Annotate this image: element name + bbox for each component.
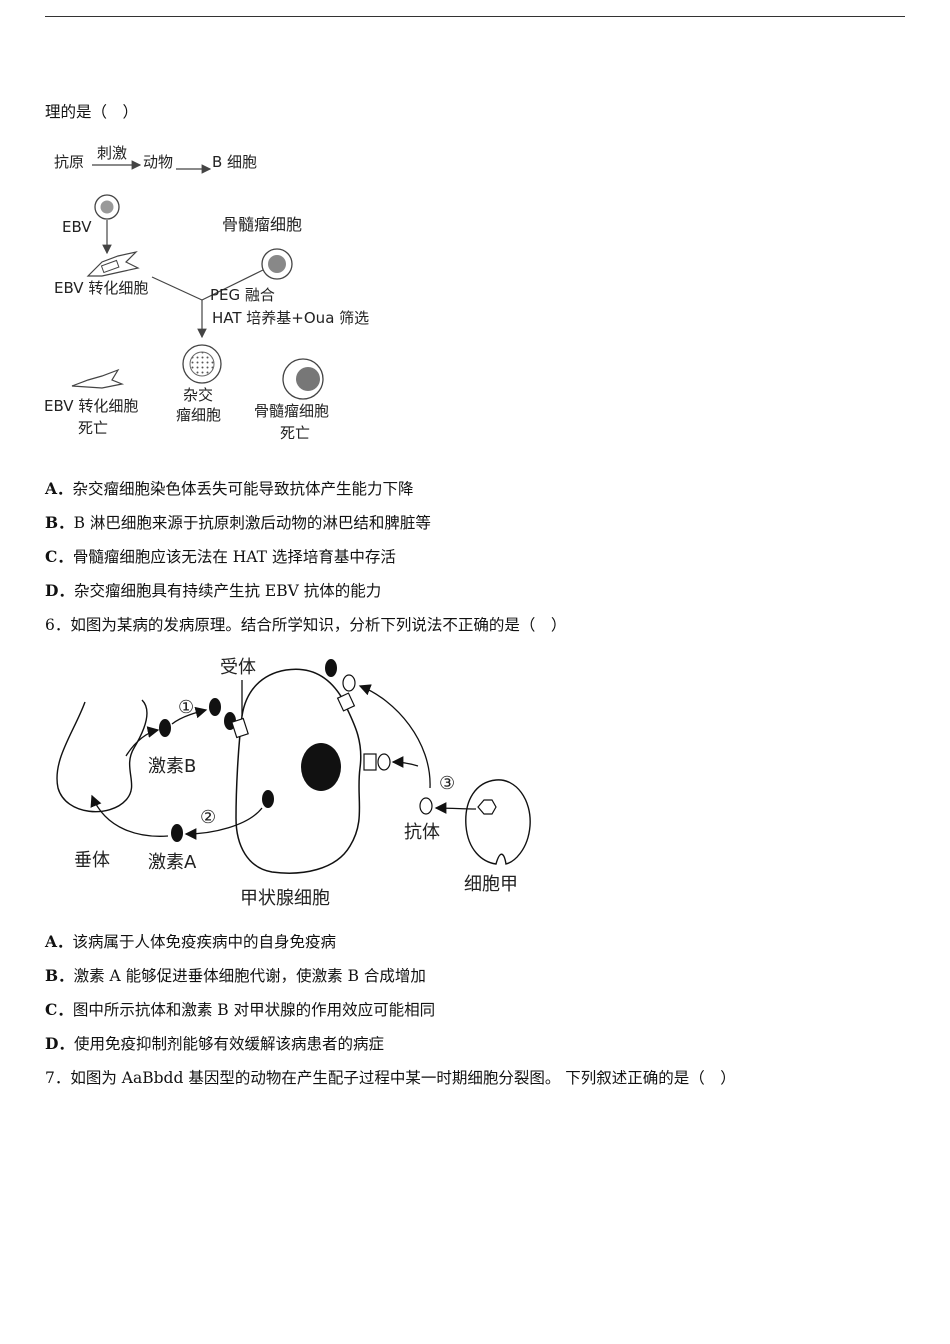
header-rule [45,16,905,17]
arrow-hormone-a-to-pituitary [90,794,169,837]
antibody-label: 抗体 [404,822,440,843]
arrow-antibody-to-top [358,684,431,789]
antibody-free [419,797,433,815]
fusion-line-left [151,276,203,301]
question-6: 6．如图为某病的发病原理。结合所学知识，分析下列说法不正确的是（ ） [45,616,567,634]
fusion-line-right [201,269,264,301]
antigen-label: 抗原 [54,153,84,171]
pituitary-label: 垂体 [74,850,110,871]
hybridoma-label-2: 瘤细胞 [176,406,221,424]
receptor-top [336,692,356,712]
hybridoma-label-1: 杂交 [183,386,213,404]
thyroid-disease-diagram: 垂体 ① 激素B 受体 甲状腺细胞 ② 激素A ③ 抗体 细胞甲 [56,657,531,909]
ebv-label: EBV [62,218,92,236]
ebv-virus-core [100,200,114,214]
dead-ebv-cell-icon [71,368,125,389]
cell-jia-label: 细胞甲 [464,874,518,895]
q6-option-b: B．激素 A 能够促进垂体细胞代谢，使激素 B 合成增加 [45,966,426,985]
thyroid-nucleus [301,743,341,791]
arrow-antibody-to-right [391,756,419,768]
hormone-a-label: 激素A [148,852,197,873]
hybridoma-diagram: 抗原 刺激 动物 B 细胞 EBV 骨髓瘤细胞 EBV 转化细胞 PEG 融合 … [44,144,369,442]
q5-option-b: B．B 淋巴细胞来源于抗原刺激后动物的淋巴结和脾脏等 [45,513,431,532]
q5-option-d: D．杂交瘤细胞具有持续产生抗 EBV 抗体的能力 [45,581,382,600]
q5-option-a: A．杂交瘤细胞染色体丢失可能导致抗体产生能力下降 [45,479,414,498]
b-cell-label: B 细胞 [212,153,257,171]
arrow-hormone-a [184,807,263,840]
hat-medium-label: HAT 培养基+Oua 筛选 [212,309,369,327]
pituitary-shape [56,699,148,813]
receptor-left [231,717,249,739]
peg-fusion-label: PEG 融合 [210,286,275,304]
receptor-right [363,753,377,771]
ebv-transformed-label: EBV 转化细胞 [54,279,148,297]
q6-option-d: D．使用免疫抑制剂能够有效缓解该病患者的病症 [45,1034,384,1053]
hormone-b-dot-2 [209,698,221,716]
myeloma-nucleus [268,255,286,273]
thyroid-cell-label: 甲状腺细胞 [240,888,330,909]
circle-1-label: ① [178,697,194,718]
cell-jia-antibody [477,799,497,815]
antibody-bound-right [377,753,391,771]
myeloma-dead-label-2: 死亡 [280,424,310,442]
arrow-cell-jia-to-antibody [434,802,477,814]
receptor-label: 受体 [220,657,256,678]
question-7: 7．如图为 AaBbdd 基因型的动物在产生配子过程中某一时期细胞分裂图。 下列… [45,1069,736,1087]
q6-option-a: A．该病属于人体免疫疾病中的自身免疫病 [45,932,337,951]
q6-option-c: C．图中所示抗体和激素 B 对甲状腺的作用效应可能相同 [45,1000,436,1019]
arrow-hormone-b-to-receptor [171,706,208,725]
myeloma-label: 骨髓瘤细胞 [222,215,302,234]
circle-2-label: ② [200,807,216,828]
hormone-b-dot-1 [159,719,171,737]
hormone-a-dot [171,824,183,842]
stimulate-label: 刺激 [97,144,127,162]
circle-3-label: ③ [439,773,455,794]
ebv-dead-label-2: 死亡 [78,419,108,437]
animal-label: 动物 [143,153,173,171]
myeloma-dead-label-1: 骨髓瘤细胞 [254,402,329,420]
q5-option-c: C．骨髓瘤细胞应该无法在 HAT 选择培育基中存活 [45,547,396,566]
hormone-b-label: 激素B [148,756,196,777]
thyroid-cell-shape [235,668,362,874]
cell-jia-shape [465,779,531,865]
free-hormone-dot [325,659,337,677]
arrow-to-hormone-b [125,726,160,757]
hormone-a-source-dot [262,790,274,808]
antibody-bound-top [342,674,356,692]
question-tail: 理的是（ ） [45,103,139,121]
ebv-dead-label-1: EBV 转化细胞 [44,397,138,415]
